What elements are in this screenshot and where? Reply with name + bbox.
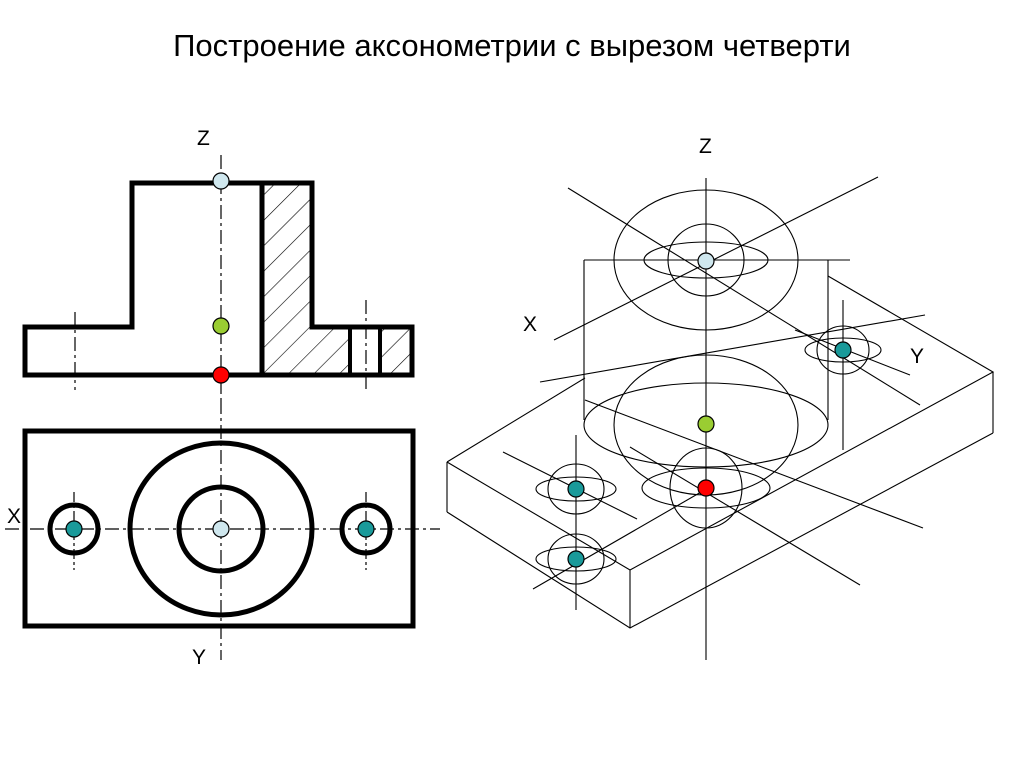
iso-x-label: X xyxy=(523,313,537,336)
iso-point-base xyxy=(697,479,715,497)
iso-axis-line-6 xyxy=(629,446,861,586)
isometric-view xyxy=(446,176,995,660)
iso-top-edges xyxy=(446,275,995,571)
iso-hole-left-front-circle xyxy=(547,463,605,515)
iso-axis-line-2 xyxy=(553,176,879,341)
iso-hole-left-front-ellipse xyxy=(535,476,617,502)
iso-hole-right-circle xyxy=(816,325,870,375)
point-mid xyxy=(212,317,230,335)
iso-y-label: Y xyxy=(910,345,924,368)
iso-point-hole-right xyxy=(834,341,852,359)
iso-holes xyxy=(535,325,882,585)
iso-cylinder xyxy=(583,189,850,529)
top-view-center-point xyxy=(212,520,230,538)
front-view-outline xyxy=(22,180,415,378)
iso-point-hole-left-bottom xyxy=(567,550,585,568)
top-y-label: Y xyxy=(192,646,206,669)
iso-top-back-left xyxy=(446,377,586,463)
iso-hole-right-ellipse xyxy=(804,337,882,363)
slide-title: Построение аксонометрии с вырезом четвер… xyxy=(173,28,851,63)
top-view-left-hole-point xyxy=(65,520,83,538)
iso-axis-line-1 xyxy=(567,187,921,406)
orthographic-views: Z X Y xyxy=(5,127,440,669)
top-view-right-hole-point xyxy=(357,520,375,538)
top-x-label: X xyxy=(7,505,21,528)
iso-points xyxy=(567,252,852,568)
top-view: X Y xyxy=(5,400,440,669)
iso-axis-line-5 xyxy=(532,487,709,590)
iso-z-label: Z xyxy=(699,135,712,158)
front-view: Z xyxy=(22,127,415,400)
cylinder-wall-section-hatch xyxy=(262,183,312,375)
front-z-label: Z xyxy=(197,127,210,150)
point-base xyxy=(212,366,230,384)
iso-hole-left-bottom-circle xyxy=(547,533,605,585)
iso-point-hole-left-top xyxy=(567,480,585,498)
hole-gap xyxy=(350,327,380,375)
iso-bottom-edges xyxy=(446,432,994,629)
iso-axis-line-3 xyxy=(539,314,926,383)
iso-hole-axis-right xyxy=(794,329,911,376)
iso-hole-left-bottom-ellipse xyxy=(535,546,617,572)
iso-base-box xyxy=(446,275,995,629)
iso-point-top xyxy=(697,252,715,270)
point-top xyxy=(212,172,230,190)
iso-axis-line-4 xyxy=(584,399,924,529)
iso-point-mid xyxy=(697,415,715,433)
